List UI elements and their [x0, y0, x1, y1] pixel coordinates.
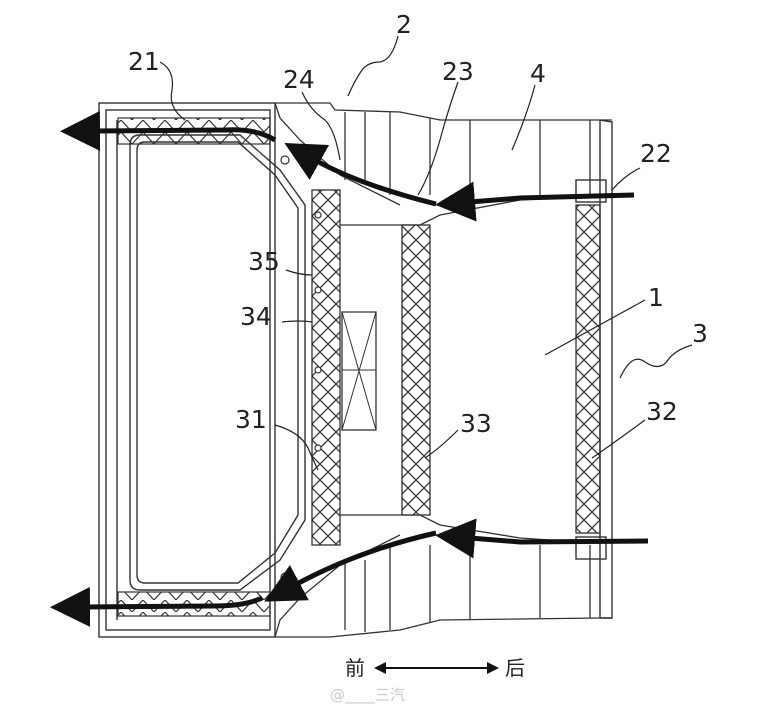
label-32: 32	[646, 397, 678, 426]
label-33: 33	[460, 409, 492, 438]
label-1: 1	[648, 283, 664, 312]
direction-rear: 后	[505, 656, 525, 680]
arrow-front-top	[60, 110, 277, 151]
load-path-arrows	[50, 110, 649, 627]
label-22: 22	[640, 139, 672, 168]
label-31: 31	[235, 405, 267, 434]
label-35: 35	[248, 247, 280, 276]
label-4: 4	[530, 59, 546, 88]
arrow-front-bottom	[50, 586, 264, 627]
arrow-rear-bottom	[435, 518, 649, 559]
direction-front: 前	[345, 656, 365, 680]
direction-indicator	[374, 662, 499, 674]
front-frame	[98, 102, 306, 638]
arrow-mid-bottom	[264, 530, 437, 602]
leader-lines	[159, 35, 693, 471]
arrow-mid-top	[284, 143, 437, 207]
label-23: 23	[442, 57, 474, 86]
arrow-rear-top	[435, 181, 635, 222]
watermark: @____三汽	[330, 686, 405, 705]
rear-column-32	[575, 204, 601, 534]
label-24: 24	[283, 65, 315, 94]
label-3: 3	[692, 319, 708, 348]
label-21: 21	[128, 47, 160, 76]
middle-column-33	[401, 224, 431, 516]
label-2: 2	[396, 10, 412, 39]
label-34: 34	[240, 302, 272, 331]
